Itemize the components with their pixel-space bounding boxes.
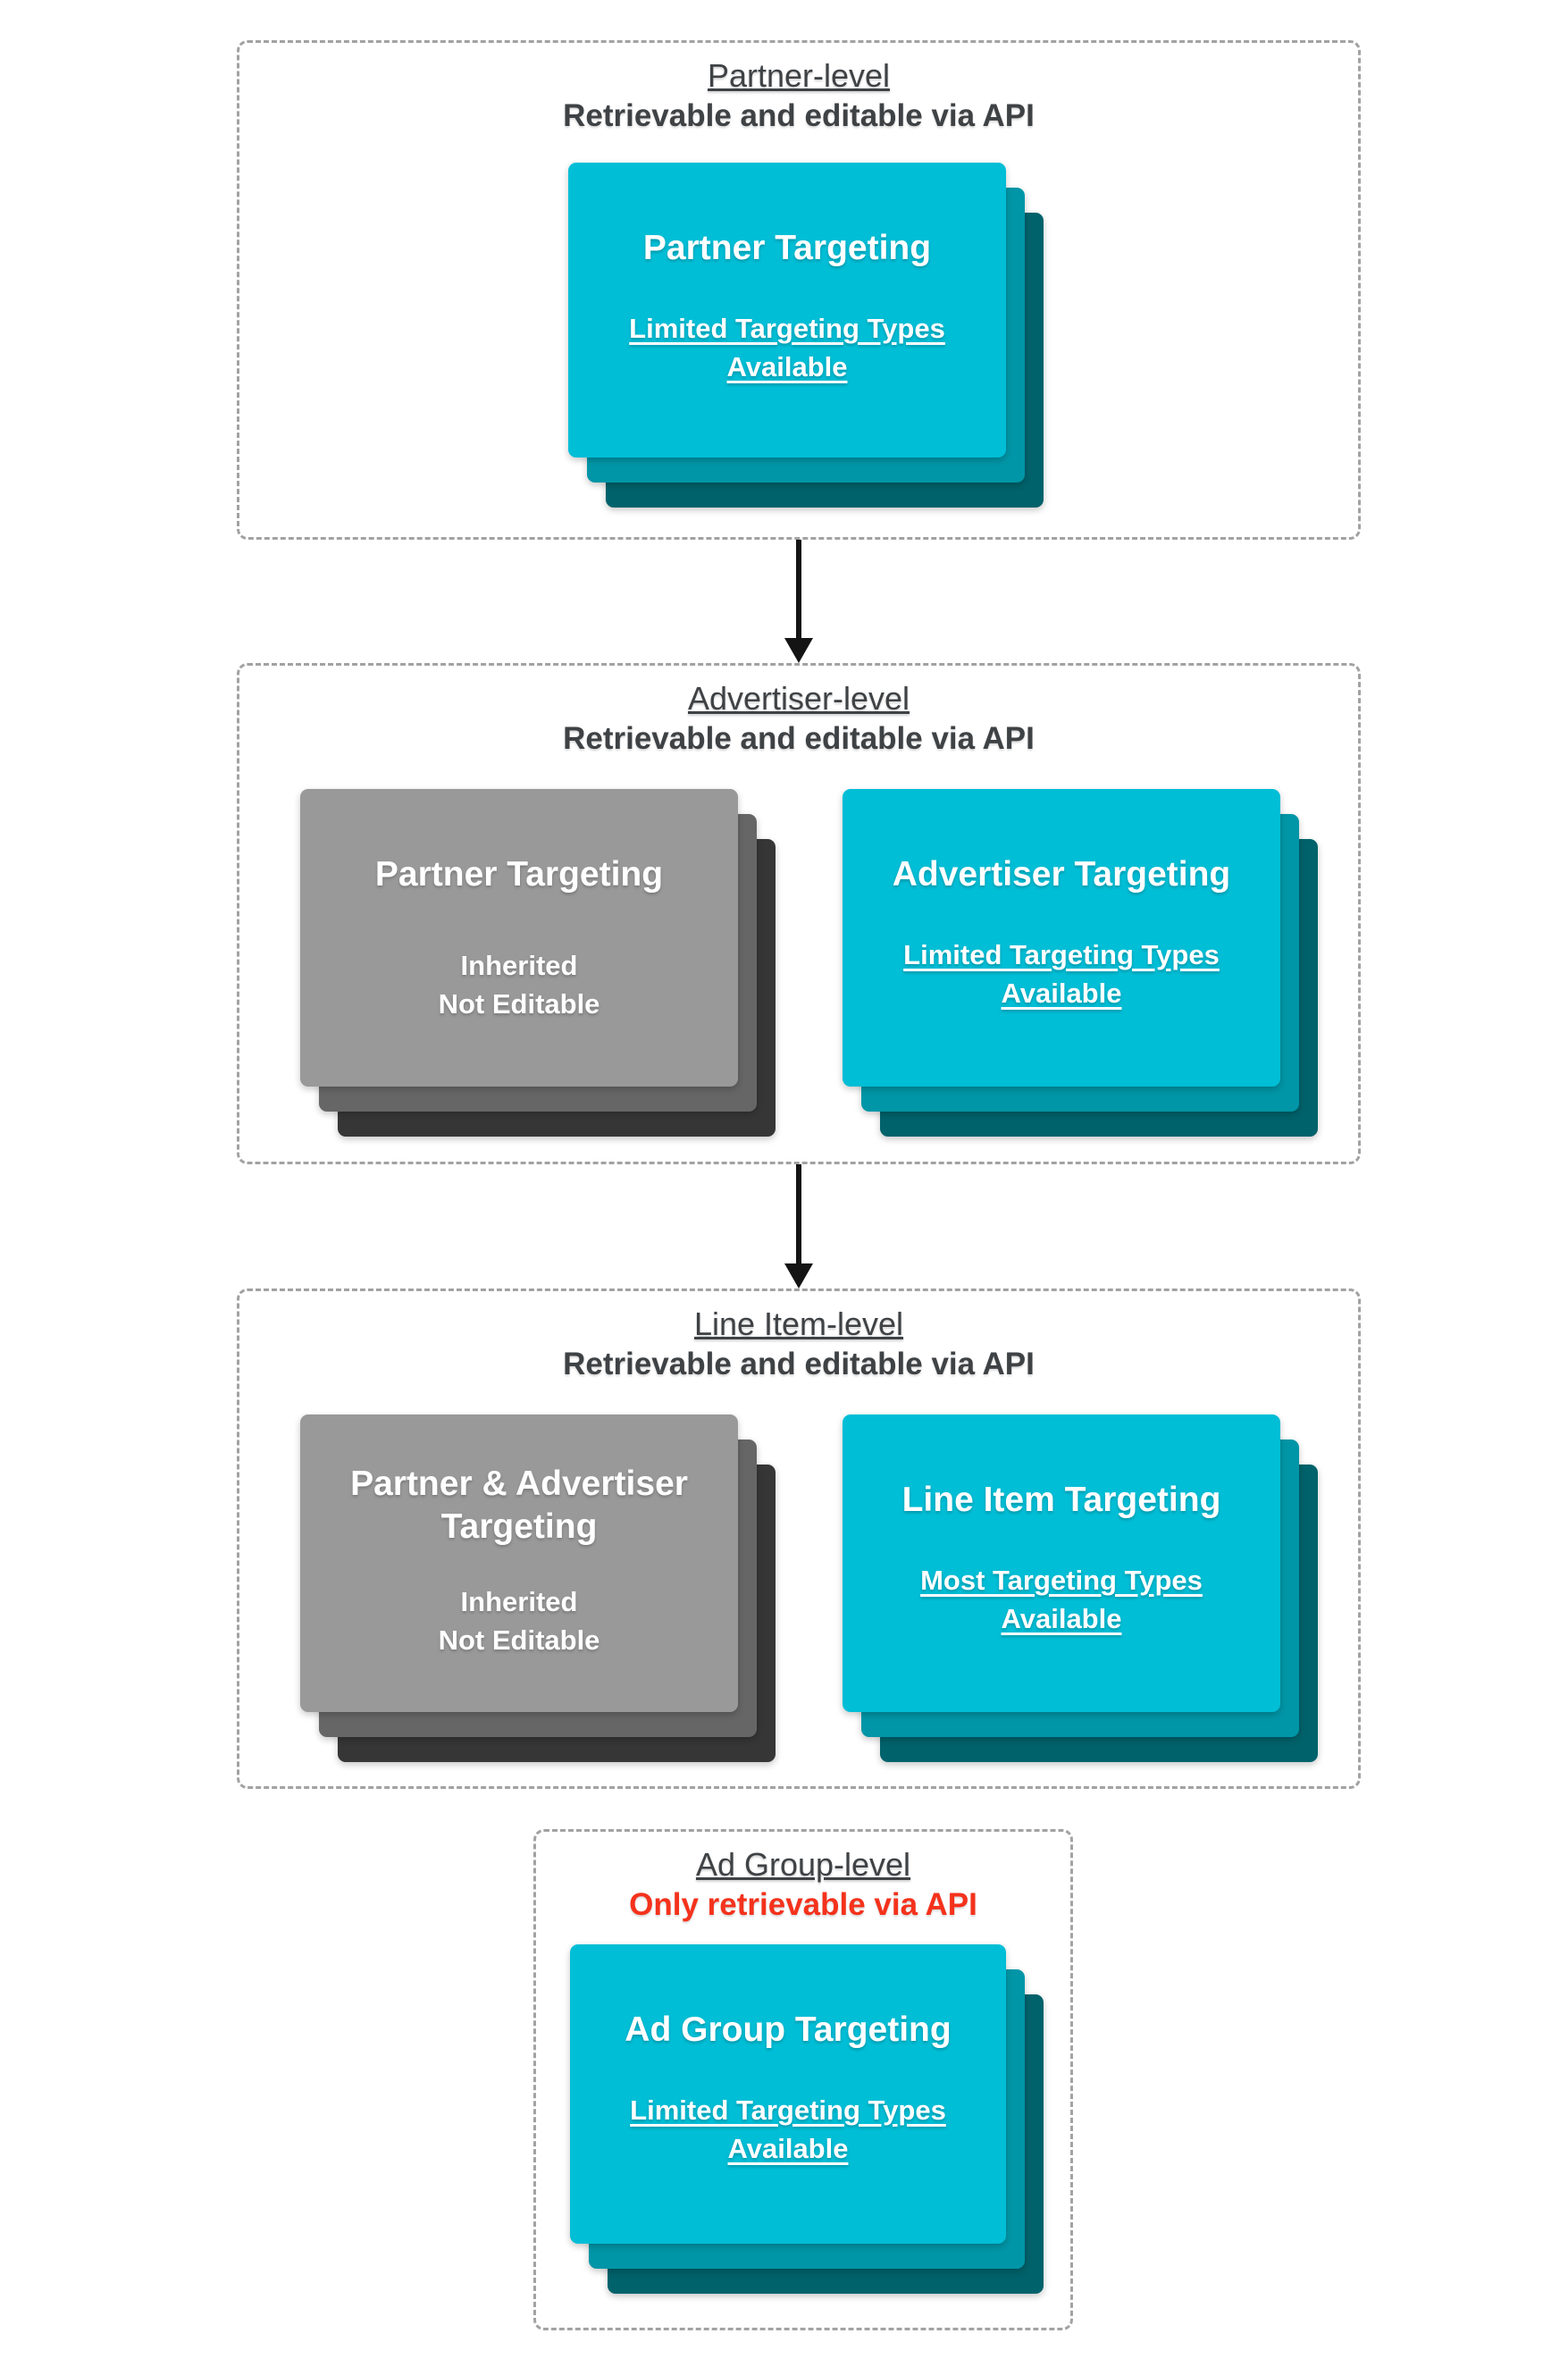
card-body: Inherited Not Editable xyxy=(438,1586,600,1656)
card-title: Partner & Advertiser Targeting xyxy=(350,1465,688,1546)
card-stack-inherited-partner-advertiser-targeting: Partner & Advertiser Targeting Inherited… xyxy=(300,1414,776,1762)
section-subtitle: Retrievable and editable via API xyxy=(563,1347,1035,1381)
card-stack-advertiser-targeting: Advertiser Targeting Limited Targeting T… xyxy=(843,789,1318,1137)
card-partner-targeting: Partner Targeting Limited Targeting Type… xyxy=(568,163,1006,457)
card-stack-partner-targeting: Partner Targeting Limited Targeting Type… xyxy=(568,163,1044,508)
card-stack-inherited-partner-targeting: Partner Targeting Inherited Not Editable xyxy=(300,789,776,1137)
section-advertiser-level: Advertiser-level Retrievable and editabl… xyxy=(237,663,1361,1164)
section-line-item-level: Line Item-level Retrievable and editable… xyxy=(237,1288,1361,1789)
section-ad-group-level: Ad Group-level Only retrievable via API … xyxy=(533,1829,1073,2330)
arrow-down-icon xyxy=(784,540,813,663)
card-advertiser-targeting: Advertiser Targeting Limited Targeting T… xyxy=(843,789,1280,1087)
card-body: Most Targeting Types Available xyxy=(920,1565,1203,1634)
section-subtitle: Only retrievable via API xyxy=(629,1887,977,1922)
arrow-down-icon xyxy=(784,1164,813,1288)
card-title: Partner Targeting xyxy=(374,855,664,894)
card-line-item-targeting: Line Item Targeting Most Targeting Types… xyxy=(843,1414,1280,1712)
card-body: Limited Targeting Types Available xyxy=(903,939,1220,1009)
card-ad-group-targeting: Ad Group Targeting Limited Targeting Typ… xyxy=(570,1944,1006,2244)
card-title: Partner Targeting xyxy=(642,229,932,267)
card-partner-advertiser-targeting-inherited: Partner & Advertiser Targeting Inherited… xyxy=(300,1414,738,1712)
arrow-shaft xyxy=(796,1164,801,1263)
section-header: Advertiser-level Retrievable and editabl… xyxy=(239,666,1358,759)
section-title: Line Item-level xyxy=(693,1305,904,1342)
card-body: Limited Targeting Types Available xyxy=(629,313,945,382)
card-stack-line-item-targeting: Line Item Targeting Most Targeting Types… xyxy=(843,1414,1318,1762)
card-title: Ad Group Targeting xyxy=(625,2010,952,2049)
section-header: Partner-level Retrievable and editable v… xyxy=(239,43,1358,136)
section-title: Advertiser-level xyxy=(687,680,910,717)
section-subtitle: Retrievable and editable via API xyxy=(563,98,1035,133)
section-subtitle: Retrievable and editable via API xyxy=(563,721,1035,756)
card-body: Limited Targeting Types Available xyxy=(630,2094,946,2164)
section-header: Ad Group-level Only retrievable via API xyxy=(536,1832,1070,1925)
section-title: Ad Group-level xyxy=(695,1846,911,1883)
card-partner-targeting-inherited: Partner Targeting Inherited Not Editable xyxy=(300,789,738,1087)
section-partner-level: Partner-level Retrievable and editable v… xyxy=(237,40,1361,540)
card-body: Inherited Not Editable xyxy=(438,950,600,1020)
arrow-shaft xyxy=(796,540,801,638)
card-title: Advertiser Targeting xyxy=(892,855,1231,894)
section-title: Partner-level xyxy=(707,57,891,94)
card-stack-ad-group-targeting: Ad Group Targeting Limited Targeting Typ… xyxy=(570,1944,1044,2294)
arrow-head xyxy=(784,1263,813,1288)
section-header: Line Item-level Retrievable and editable… xyxy=(239,1291,1358,1384)
card-title: Line Item Targeting xyxy=(901,1481,1221,1519)
arrow-head xyxy=(784,638,813,663)
